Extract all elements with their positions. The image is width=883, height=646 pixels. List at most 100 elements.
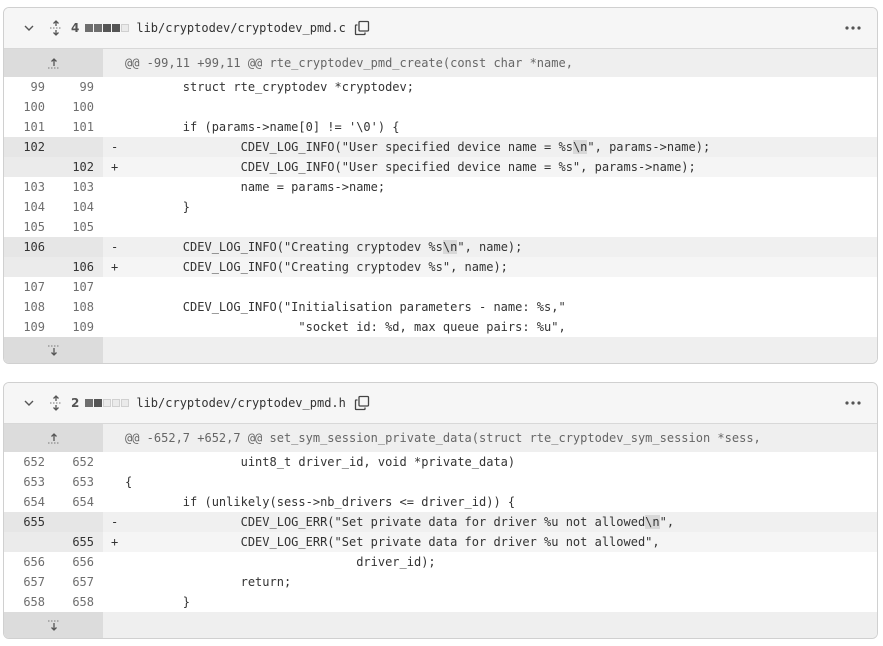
new-line-number[interactable]: 101 xyxy=(72,120,94,134)
code-text: CDEV_LOG_INFO("Initialisation parameters… xyxy=(125,300,566,314)
code-text: "socket id: %d, max queue pairs: %u", xyxy=(125,320,566,334)
new-line-number[interactable]: 654 xyxy=(72,495,94,509)
code-text: if (unlikely(sess->nb_drivers <= driver_… xyxy=(125,495,516,509)
old-line-number[interactable]: 109 xyxy=(23,320,45,334)
old-line-number[interactable]: 104 xyxy=(23,200,45,214)
code-text: CDEV_LOG_INFO("User specified device nam… xyxy=(125,157,877,177)
new-line-number[interactable]: 99 xyxy=(79,80,94,94)
old-line-number[interactable]: 653 xyxy=(23,475,45,489)
new-line-number[interactable]: 107 xyxy=(72,280,94,294)
highlighted-change: \n xyxy=(572,140,588,154)
context-line: 658 658 } xyxy=(4,592,877,612)
hunk-header: @@ -99,11 +99,11 @@ rte_cryptodev_pmd_cr… xyxy=(125,56,573,70)
new-line-number[interactable] xyxy=(54,137,103,157)
old-line-number[interactable]: 657 xyxy=(23,575,45,589)
fold-down-icon[interactable] xyxy=(4,612,103,638)
new-line-number[interactable]: 655 xyxy=(54,532,103,552)
code-post: ", params->name); xyxy=(587,140,711,154)
new-line-number[interactable]: 108 xyxy=(72,300,94,314)
diff-sign xyxy=(103,177,125,197)
new-line-number[interactable]: 100 xyxy=(72,100,94,114)
fold-up-icon[interactable] xyxy=(4,424,103,452)
file-name-link[interactable]: lib/cryptodev/cryptodev_pmd.h xyxy=(136,396,346,410)
new-line-number[interactable]: 657 xyxy=(72,575,94,589)
old-line-number[interactable]: 102 xyxy=(4,137,54,157)
code-pre: CDEV_LOG_INFO("Creating cryptodev %s xyxy=(125,240,443,254)
new-line-number[interactable]: 106 xyxy=(54,257,103,277)
new-line-number[interactable]: 652 xyxy=(72,455,94,469)
kebab-horizontal-icon[interactable] xyxy=(843,395,863,411)
diff-sign: - xyxy=(103,512,125,532)
new-line-number[interactable]: 105 xyxy=(72,220,94,234)
hunk-header-row: @@ -99,11 +99,11 @@ rte_cryptodev_pmd_cr… xyxy=(4,49,877,77)
code-text: } xyxy=(125,595,191,609)
code-text: CDEV_LOG_INFO("Creating cryptodev %s", n… xyxy=(125,257,877,277)
old-line-number[interactable]: 652 xyxy=(23,455,45,469)
fold-up-icon[interactable] xyxy=(4,49,103,77)
diff-sign xyxy=(103,492,125,512)
code-text: CDEV_LOG_INFO("Creating cryptodev %s\n",… xyxy=(125,237,877,257)
diff-sign: + xyxy=(103,257,125,277)
highlighted-change: \n xyxy=(645,515,660,529)
diff-sign xyxy=(103,217,125,237)
context-line: 105 105 xyxy=(4,217,877,237)
diff-sign xyxy=(103,117,125,137)
diff-sign xyxy=(103,97,125,117)
copy-icon[interactable] xyxy=(354,395,370,411)
chevron-down-icon[interactable] xyxy=(22,396,36,410)
new-line-number[interactable]: 102 xyxy=(54,157,103,177)
new-line-number[interactable] xyxy=(54,237,103,257)
expand-down-row xyxy=(4,612,877,638)
diff-sign xyxy=(103,297,125,317)
diff-sign xyxy=(103,552,125,572)
old-line-number[interactable]: 654 xyxy=(23,495,45,509)
new-line-number[interactable]: 104 xyxy=(72,200,94,214)
diff-file-2: 2 lib/cryptodev/cryptodev_pmd.h @@ -652,… xyxy=(3,382,878,639)
copy-icon[interactable] xyxy=(354,20,370,36)
added-line: 106+ CDEV_LOG_INFO("Creating cryptodev %… xyxy=(4,257,877,277)
code-text xyxy=(125,97,877,117)
old-line-number[interactable]: 100 xyxy=(23,100,45,114)
new-line-number[interactable]: 658 xyxy=(72,595,94,609)
old-line-number[interactable]: 107 xyxy=(23,280,45,294)
new-line-number[interactable]: 109 xyxy=(72,320,94,334)
kebab-horizontal-icon[interactable] xyxy=(843,20,863,36)
file-name-link[interactable]: lib/cryptodev/cryptodev_pmd.c xyxy=(136,21,346,35)
unfold-icon[interactable] xyxy=(48,19,64,37)
old-line-number[interactable]: 101 xyxy=(23,120,45,134)
diff-sign xyxy=(103,452,125,472)
old-line-number[interactable]: 655 xyxy=(4,512,54,532)
new-line-number[interactable]: 103 xyxy=(72,180,94,194)
old-line-number[interactable]: 99 xyxy=(30,80,45,94)
deleted-line: 102- CDEV_LOG_INFO("User specified devic… xyxy=(4,137,877,157)
fold-down-icon[interactable] xyxy=(4,337,103,363)
old-line-number[interactable] xyxy=(4,257,54,277)
old-line-number[interactable]: 103 xyxy=(23,180,45,194)
code-text: CDEV_LOG_INFO("User specified device nam… xyxy=(125,137,877,157)
old-line-number[interactable] xyxy=(4,532,54,552)
new-line-number[interactable] xyxy=(54,512,103,532)
code-pre: CDEV_LOG_ERR("Set private data for drive… xyxy=(125,515,646,529)
change-count: 2 xyxy=(71,396,80,410)
diff-sign xyxy=(103,592,125,612)
change-count: 4 xyxy=(71,21,80,35)
code-pre: CDEV_LOG_INFO("User specified device nam… xyxy=(125,140,573,154)
chevron-down-icon[interactable] xyxy=(22,21,36,35)
old-line-number[interactable]: 108 xyxy=(23,300,45,314)
code-text: driver_id); xyxy=(125,555,436,569)
old-line-number[interactable] xyxy=(4,157,54,177)
new-line-number[interactable]: 653 xyxy=(72,475,94,489)
old-line-number[interactable]: 658 xyxy=(23,595,45,609)
deleted-line: 106- CDEV_LOG_INFO("Creating cryptodev %… xyxy=(4,237,877,257)
old-line-number[interactable]: 106 xyxy=(4,237,54,257)
old-line-number[interactable]: 656 xyxy=(23,555,45,569)
diff-sign xyxy=(103,277,125,297)
new-line-number[interactable]: 656 xyxy=(72,555,94,569)
context-line: 654 654 if (unlikely(sess->nb_drivers <= … xyxy=(4,492,877,512)
code-text: { xyxy=(125,475,133,489)
old-line-number[interactable]: 105 xyxy=(23,220,45,234)
unfold-icon[interactable] xyxy=(48,394,64,412)
added-line: 102+ CDEV_LOG_INFO("User specified devic… xyxy=(4,157,877,177)
file-header: 4 lib/cryptodev/cryptodev_pmd.c xyxy=(4,8,877,49)
